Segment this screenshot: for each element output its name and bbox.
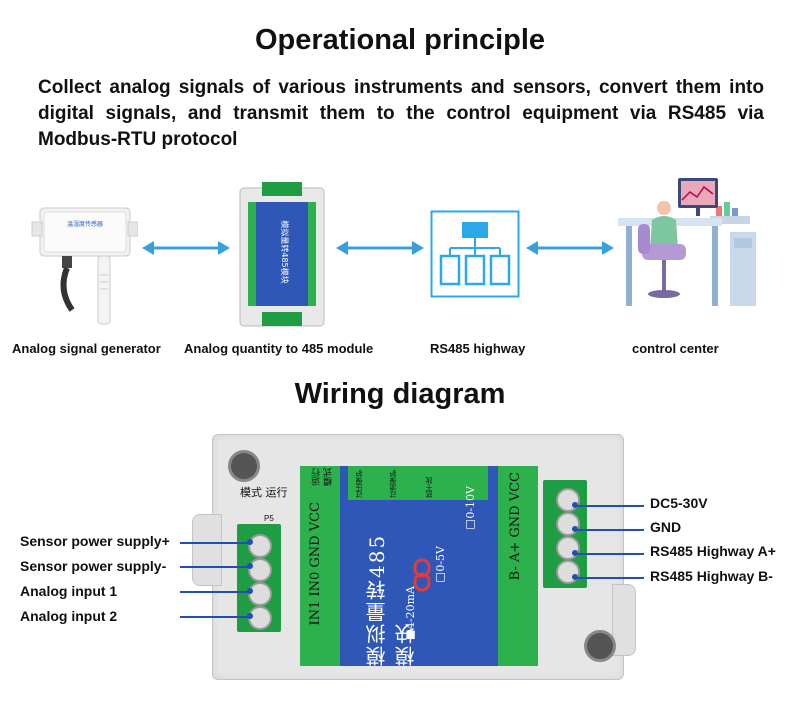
wire-line — [180, 542, 250, 544]
wire-terminal-dot — [247, 613, 253, 619]
terminal-screw-icon — [556, 560, 580, 584]
wire-terminal-dot — [572, 526, 578, 532]
wire-line — [576, 553, 644, 555]
overcurrent-label: 过流保护 — [389, 470, 397, 498]
title-operational-principle: Operational principle — [254, 24, 546, 56]
wire-line — [180, 591, 250, 593]
title-wiring-diagram: Wiring diagram — [294, 378, 506, 410]
module-panel: IN1 IN0 GND VCC 运行 模式 B- A+ GND VCC 过压保护… — [300, 466, 538, 666]
terminal-screw-icon — [248, 534, 272, 558]
module-small-illustration: 模拟量转485模块 — [239, 182, 325, 327]
wire-terminal-dot — [572, 550, 578, 556]
terminal-screw-icon — [556, 536, 580, 560]
range-option-0-10v: □0-10V — [464, 486, 477, 532]
caption-control-center: control center — [632, 341, 719, 356]
mounting-ear-right — [612, 584, 636, 656]
screw-hole-icon — [228, 450, 260, 482]
wire-line — [576, 577, 644, 579]
range-option-0-5v: □0-5V — [434, 546, 447, 585]
double-arrow-icon — [336, 241, 424, 255]
overvoltage-label: 过压保护 — [355, 470, 363, 498]
wire-terminal-dot — [572, 574, 578, 580]
wire-label-sensor-power-plus: Sensor power supply+ — [20, 533, 170, 549]
right-terminal-block — [543, 480, 587, 588]
wire-label-sensor-power-minus: Sensor power supply- — [20, 558, 167, 574]
wire-label-rs485-b-minus: RS485 Highway B- — [650, 568, 773, 584]
wire-terminal-dot — [247, 588, 253, 594]
panel-left-strip: IN1 IN0 GND VCC 运行 模式 — [300, 466, 340, 666]
terminal-screw-icon — [556, 512, 580, 536]
mode-mode-label: 模式 — [324, 468, 334, 486]
wire-line — [180, 566, 250, 568]
wire-terminal-dot — [247, 539, 253, 545]
rs485-network-icon — [430, 210, 520, 298]
caption-analog-quantity-module: Analog quantity to 485 module — [184, 341, 374, 356]
module-diagram: 模式 运行 P5 IN1 IN0 GND VCC 运行 模式 B- A+ GND… — [192, 434, 636, 680]
principle-description: Collect analog signals of various instru… — [38, 77, 764, 150]
sensor-label: 温湿度传感器 — [67, 220, 103, 228]
screw-hole-icon — [584, 630, 616, 662]
p5-label: P5 — [264, 514, 274, 523]
control-center-illustration — [618, 178, 756, 306]
brand-logo-icon — [413, 558, 431, 592]
wire-label-rs485-a-plus: RS485 Highway A+ — [650, 543, 776, 559]
panel-right-strip: B- A+ GND VCC — [498, 466, 538, 666]
wire-line — [576, 505, 644, 507]
caption-analog-signal-generator: Analog signal generator — [12, 341, 161, 356]
double-arrow-icon — [142, 241, 230, 255]
anti-interference-label: 抗干扰 — [425, 477, 433, 498]
wire-label-gnd: GND — [650, 519, 682, 535]
module-small-title: 模拟量转485模块 — [280, 220, 290, 283]
right-terminal-labels: B- A+ GND VCC — [508, 472, 523, 581]
wire-label-dc5-30v: DC5-30V — [650, 495, 708, 511]
wire-line — [576, 529, 644, 531]
terminal-screw-icon — [248, 582, 272, 606]
left-terminal-labels: IN1 IN0 GND VCC — [308, 502, 323, 626]
wire-label-analog-input-1: Analog input 1 — [20, 583, 118, 599]
terminal-screw-icon — [248, 558, 272, 582]
range-option-4-20ma: ■4-20mA — [404, 586, 417, 643]
mode-side-label: 模式 运行 — [240, 486, 288, 499]
terminal-screw-icon — [556, 488, 580, 512]
protect-label-strip: 过压保护 过流保护 抗干扰 — [348, 466, 488, 500]
double-arrow-icon — [526, 241, 614, 255]
analog-sensor-illustration: 温湿度传感器 — [31, 207, 138, 325]
wire-terminal-dot — [572, 502, 578, 508]
mounting-ear-left — [192, 514, 222, 586]
wire-terminal-dot — [247, 563, 253, 569]
wire-label-analog-input-2: Analog input 2 — [20, 608, 118, 624]
wire-line — [180, 616, 250, 618]
caption-rs485-highway: RS485 highway — [430, 341, 526, 356]
